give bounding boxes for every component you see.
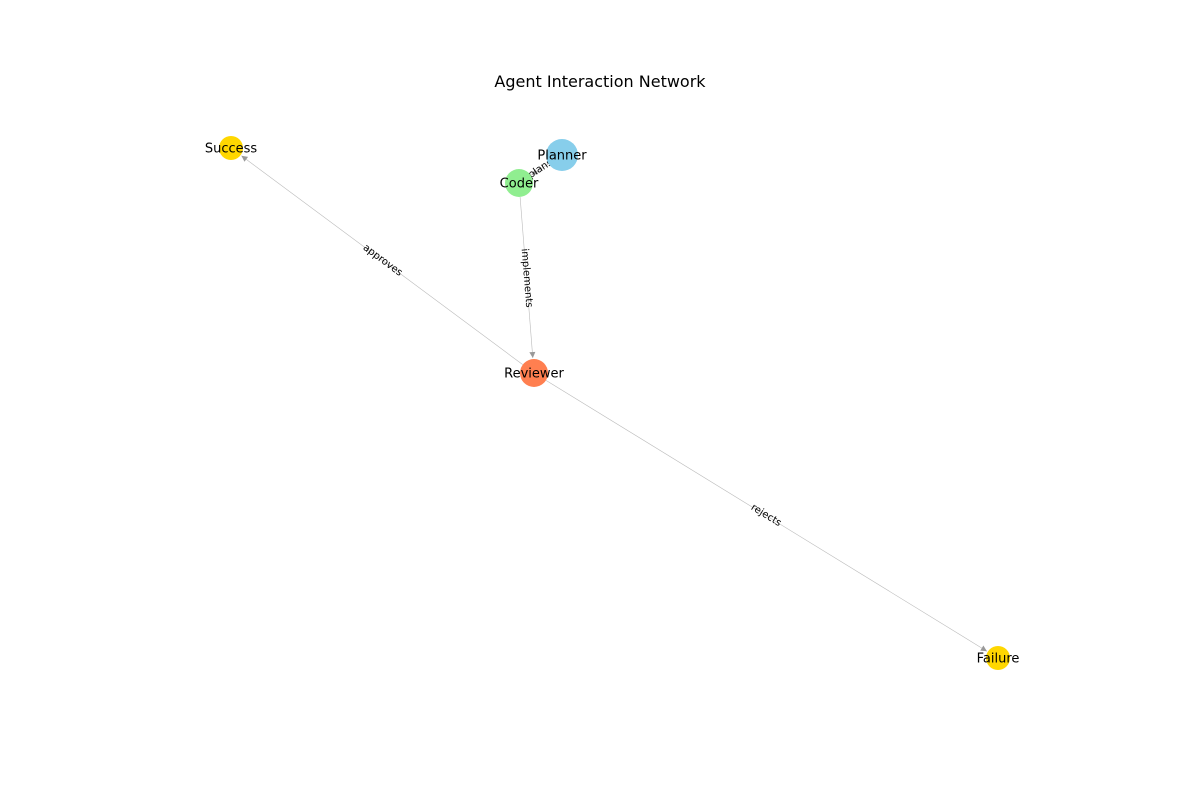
node-circle	[520, 359, 548, 387]
edge-line	[519, 196, 534, 359]
node-label: Success	[205, 142, 258, 157]
node-label: Planner	[537, 149, 587, 164]
arrow-head-icon	[529, 351, 536, 359]
node-failure[interactable]: Failure	[977, 646, 1020, 670]
edge-label: approves	[361, 242, 405, 278]
node-circle	[986, 646, 1010, 670]
node-circle	[219, 136, 243, 160]
diagram-title: Agent Interaction Network	[494, 72, 706, 91]
arrow-head-icon	[241, 155, 249, 162]
node-label: Failure	[977, 652, 1020, 667]
node-coder[interactable]: Coder	[500, 169, 539, 197]
arrow-head-icon	[980, 645, 987, 652]
node-circle	[546, 139, 578, 171]
node-success[interactable]: Success	[205, 136, 258, 160]
node-planner[interactable]: Planner	[537, 139, 587, 171]
node-label: Coder	[500, 177, 539, 192]
arrow-head-icon	[531, 169, 539, 175]
node-circle	[505, 169, 533, 197]
edge-line	[545, 380, 988, 652]
edge-reviewer-success: approves	[241, 155, 523, 365]
node-label: Reviewer	[504, 367, 564, 382]
edge-label: rejects	[749, 502, 783, 529]
edge-coder-reviewer: implements	[519, 196, 536, 359]
node-reviewer[interactable]: Reviewer	[504, 359, 565, 387]
edge-line	[241, 155, 523, 365]
edge-label: implements	[519, 248, 535, 308]
edge-reviewer-failure: rejects	[545, 380, 988, 652]
